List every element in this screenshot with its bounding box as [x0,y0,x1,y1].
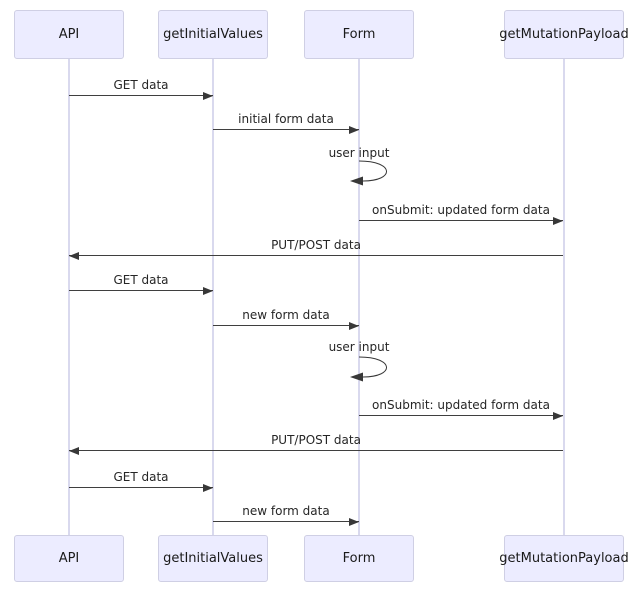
actor-box-getmutationpayload-top: getMutationPayload [499,10,629,59]
arrow-line-right-icon [213,322,359,330]
arrow-line-right-icon [213,126,359,134]
lifeline-getmutationpayload [563,59,565,536]
arrow-line-right-icon [359,217,563,225]
message-label: new form data [242,308,330,322]
actor-box-api-bottom: API [14,535,124,582]
arrow-line-left-icon [69,447,563,455]
message-user-input-1: user input [328,146,390,160]
arrow-line-right-icon [69,92,213,100]
actor-box-getinitialvalues-top: getInitialValues [158,10,268,59]
arrow-line-right-icon [359,412,563,420]
lifeline-getinitialvalues [212,59,214,536]
message-label: GET data [113,78,169,92]
lifeline-form [358,59,360,536]
message-label: PUT/POST data [271,238,361,252]
arrow-line-right-icon [69,484,213,492]
arrow-line-right-icon [69,287,213,295]
actor-box-api-top: API [14,10,124,59]
lifeline-api [68,59,70,536]
message-user-input-2: user input [328,340,390,354]
self-loop-arrow-icon [350,356,387,382]
message-label: GET data [113,470,169,484]
actor-box-getinitialvalues-bottom: getInitialValues [158,535,268,582]
actor-box-getmutationpayload-bottom: getMutationPayload [499,535,629,582]
actor-box-form-top: Form [304,10,414,59]
message-label: new form data [242,504,330,518]
actor-box-form-bottom: Form [304,535,414,582]
message-label: initial form data [238,112,334,126]
self-loop-arrow-icon [350,160,387,186]
message-label: onSubmit: updated form data [372,203,550,217]
message-label: onSubmit: updated form data [372,398,550,412]
arrow-line-left-icon [69,252,563,260]
arrow-line-right-icon [213,518,359,526]
message-label: PUT/POST data [271,433,361,447]
message-label: GET data [113,273,169,287]
